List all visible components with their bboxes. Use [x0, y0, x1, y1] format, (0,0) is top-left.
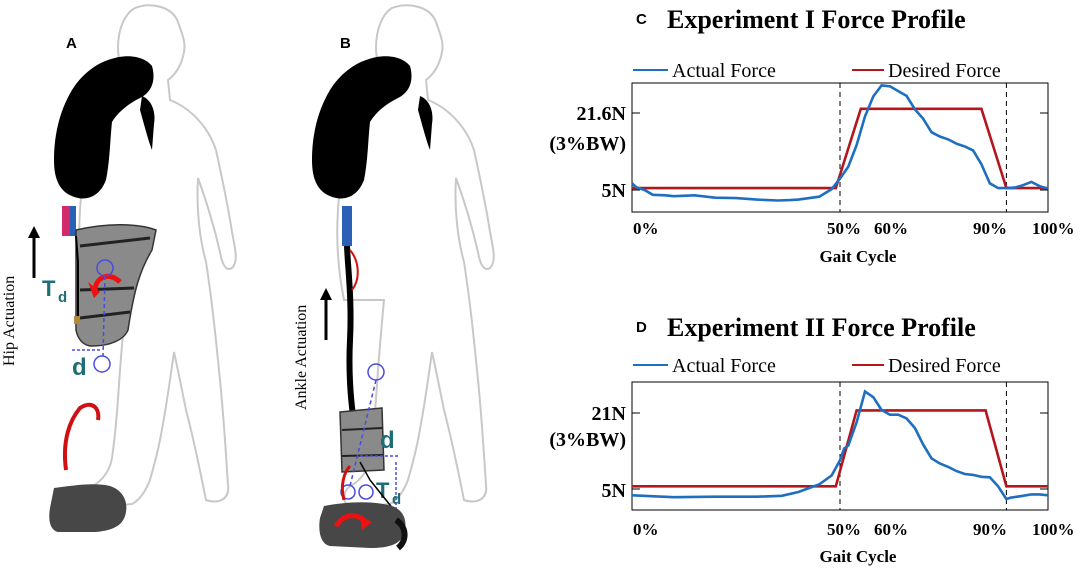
backpack-a	[54, 56, 154, 199]
chart-c-letter: C	[636, 11, 647, 28]
chart-d-desired-line	[632, 409, 1048, 488]
strap-a-3	[79, 310, 131, 320]
backpack-b	[312, 56, 412, 199]
person-b-outline	[336, 4, 495, 510]
chart-d-actual-line	[631, 389, 1049, 501]
chart-c-xtick-60: 60%	[874, 219, 908, 238]
strap-a-1	[79, 236, 151, 248]
chart-c-xtick-0: 0%	[633, 219, 659, 238]
chart-d-xtick-90: 90%	[973, 520, 1007, 539]
chart-d-legend-desired: Desired Force	[888, 355, 1001, 377]
torque-symbol-b: T	[376, 478, 390, 503]
actuation-arrowhead-b	[320, 288, 332, 300]
chart-c-xtick-100: 100%	[1032, 219, 1075, 238]
power-unit-b	[342, 206, 352, 246]
shoe-a	[49, 484, 127, 532]
actuation-arrowhead-a	[28, 226, 40, 238]
chart-d-ytick-label-1: 21N	[592, 403, 627, 425]
chart-c-legend-actual: Actual Force	[672, 60, 776, 82]
chart-d-letter: D	[636, 319, 647, 336]
torque-symbol-a: T	[42, 276, 56, 301]
distance-symbol-a: d	[72, 354, 87, 381]
panel-b-letter: B	[340, 35, 351, 52]
chart-c-ytick-label-2: 5N	[602, 180, 627, 202]
strap-a-2	[79, 286, 135, 292]
panel-a-letter: A	[66, 35, 77, 52]
chart-d-legend-actual: Actual Force	[672, 355, 776, 377]
chart-c-ytick-label-1: 21.6N	[577, 103, 627, 125]
chart-c: C Experiment I Force Profile Actual Forc…	[549, 5, 1074, 266]
panel-b-illustration: B d T d Ankle Actuation	[293, 4, 495, 551]
chart-c-legend-desired: Desired Force	[888, 60, 1001, 82]
heel-cable-b	[359, 461, 395, 511]
panel-a-illustration: A d T d Hip Actuation	[1, 4, 237, 532]
chart-c-ytick-label-1b: (3%BW)	[549, 133, 626, 155]
torque-subscript-a: d	[58, 289, 67, 306]
red-wire-b	[349, 249, 359, 291]
battery-a	[70, 206, 76, 236]
moment-line-a	[102, 275, 106, 357]
torque-subscript-b: d	[392, 491, 401, 508]
torque-arrowhead-a	[88, 282, 100, 298]
toe-cap-b	[394, 517, 408, 551]
shank-wrap-b	[339, 407, 385, 473]
chart-c-actual-line	[631, 84, 1049, 202]
power-unit-a	[62, 206, 72, 236]
joint-circle-b-3	[358, 484, 374, 500]
chart-d-ytick-label-1b: (3%BW)	[549, 429, 626, 451]
backpack-b-strap	[418, 96, 433, 150]
chart-d-xtick-0: 0%	[633, 520, 659, 539]
chart-d-xtick-100: 100%	[1032, 520, 1075, 539]
chart-c-xlabel: Gait Cycle	[820, 247, 897, 266]
chart-c-xtick-50: 50%	[827, 219, 861, 238]
chart-d-xlabel: Gait Cycle	[820, 547, 897, 566]
calf-cable-a	[63, 402, 101, 471]
chart-d-xtick-50: 50%	[827, 520, 861, 539]
torque-arrowhead-b	[360, 516, 372, 530]
cable-a	[75, 235, 79, 322]
distance-symbol-b: d	[380, 427, 395, 454]
chart-c-xtick-90: 90%	[973, 219, 1007, 238]
chart-c-title: Experiment I Force Profile	[667, 5, 966, 34]
chart-d: D Experiment II Force Profile Actual For…	[549, 313, 1074, 566]
chart-d-xtick-60: 60%	[874, 520, 908, 539]
strap-b-1	[341, 427, 384, 431]
hip-actuation-label: Hip Actuation	[1, 276, 18, 366]
ankle-wire-b	[340, 464, 352, 501]
torque-arrow-a	[92, 273, 122, 291]
joint-circle-b-2	[340, 484, 356, 500]
chart-d-title: Experiment II Force Profile	[667, 313, 976, 342]
backpack-a-strap	[140, 96, 155, 150]
joint-circle-a-2	[93, 355, 111, 373]
ankle-actuation-label: Ankle Actuation	[293, 305, 310, 410]
anchor-a	[74, 316, 80, 324]
chart-d-ytick-label-2: 5N	[602, 480, 627, 502]
